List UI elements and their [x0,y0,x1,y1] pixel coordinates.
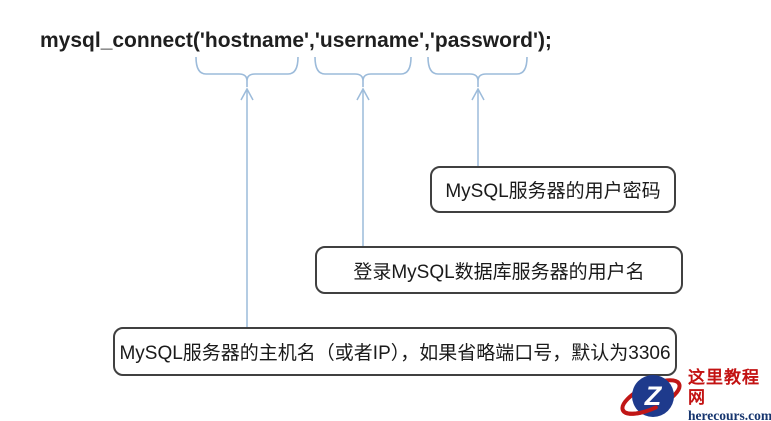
site-url: herecours.com [688,408,771,421]
callout-password: MySQL服务器的用户密码 [430,166,676,213]
arrow-password-icon [471,87,485,168]
watermark-text: 这里教程网 herecours.com [688,368,771,421]
brace-hostname-icon [195,56,299,87]
arrow-username-icon [356,87,370,248]
brace-username-icon [314,56,412,87]
callout-username-label: 登录MySQL数据库服务器的用户名 [353,261,645,283]
site-name: 这里教程网 [688,368,760,407]
brace-password-icon [427,56,528,87]
callout-password-label: MySQL服务器的用户密码 [445,181,661,202]
site-logo-icon: Z [620,375,682,417]
logo-letter: Z [644,381,663,411]
arrow-hostname-icon [240,87,254,329]
callout-hostname-label: MySQL服务器的主机名（或者IP），如果省略端口号，默认为3306 [119,343,671,364]
callout-username: 登录MySQL数据库服务器的用户名 [315,246,683,294]
watermark: Z 这里教程网 herecours.com [618,368,771,421]
callout-hostname: MySQL服务器的主机名（或者IP），如果省略端口号，默认为3306 [113,327,677,376]
code-line: mysql_connect('hostname','username','pas… [40,29,552,52]
